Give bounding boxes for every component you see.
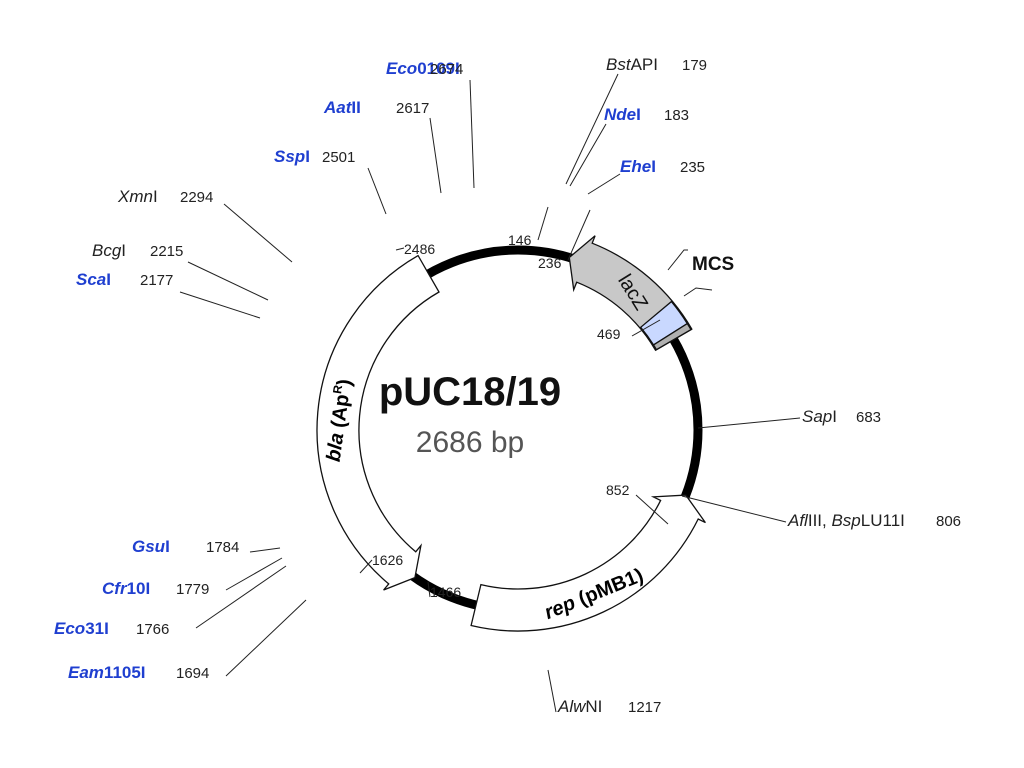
site-name-eco31i: Eco31I — [54, 619, 109, 638]
mcs-label: MCS — [692, 254, 734, 275]
plasmid-name: pUC18/19 — [379, 370, 561, 414]
site-pos-ehei: 235 — [680, 159, 705, 176]
site-name-cfr10i: Cfr10I — [102, 579, 150, 598]
coord-1626: 1626 — [372, 552, 403, 568]
site-pos-eco0109i: 2674 — [430, 61, 463, 78]
restriction-site-layer: Eco0109I 2674 AatII 2617 SspI 2501 XmnI … — [54, 55, 961, 716]
site-name-eam1105i: Eam1105I — [68, 663, 146, 682]
coord-236: 236 — [538, 255, 562, 271]
coord-469: 469 — [597, 326, 621, 342]
coordinate-layer: 2486 146 236 469 852 1466 1626 — [359, 206, 669, 600]
site-pos-alwni: 1217 — [628, 699, 661, 716]
bla-gene-label: bla (ApR) — [321, 377, 356, 463]
site-name-sapi: SapI — [802, 407, 837, 426]
feature-layer: bla (ApR) rep (pMB1) lacZ — [316, 235, 706, 632]
site-pos-eam1105i: 1694 — [176, 665, 209, 682]
site-name-alwni: AlwNI — [557, 697, 602, 716]
site-pos-xmni: 2294 — [180, 189, 213, 206]
site-name-eco0109i: Eco0109I — [386, 59, 460, 78]
lacz-end-bar — [652, 322, 692, 351]
site-name-ndei: NdeI — [604, 105, 641, 124]
site-pos-bcgi: 2215 — [150, 243, 183, 260]
site-pos-sapi: 683 — [856, 409, 881, 426]
coord-852: 852 — [606, 482, 630, 498]
rep-origin-arrow — [470, 494, 706, 632]
site-name-xmni: XmnI — [117, 187, 158, 206]
site-name-bcgi: BcgI — [92, 241, 126, 260]
site-name-bstapi: BstAPI — [606, 55, 658, 74]
site-pos-gsui: 1784 — [206, 539, 239, 556]
site-name-ehei: EheI — [620, 157, 656, 176]
site-name-sspi: SspI — [274, 147, 310, 166]
coord-146: 146 — [508, 232, 532, 248]
site-pos-sspi: 2501 — [322, 149, 355, 166]
site-pos-ndei: 183 — [664, 107, 689, 124]
coord-2486: 2486 — [404, 241, 435, 257]
bla-gene-arrow — [316, 254, 440, 591]
site-pos-scai: 2177 — [140, 272, 173, 289]
site-pos-cfr10i: 1779 — [176, 581, 209, 598]
site-name-afliii-bsplu11i: AflIII, BspLU11I — [787, 511, 905, 530]
plasmid-size: 2686 bp — [416, 426, 524, 459]
coord-1466: 1466 — [430, 584, 461, 600]
site-pos-eco31i: 1766 — [136, 621, 169, 638]
site-pos-afliii-bsplu11i: 806 — [936, 513, 961, 530]
site-name-scai: ScaI — [76, 270, 111, 289]
site-name-aatii: AatII — [323, 98, 361, 117]
site-name-gsui: GsuI — [132, 537, 170, 556]
site-pos-bstapi: 179 — [682, 57, 707, 74]
site-pos-aatii: 2617 — [396, 100, 429, 117]
